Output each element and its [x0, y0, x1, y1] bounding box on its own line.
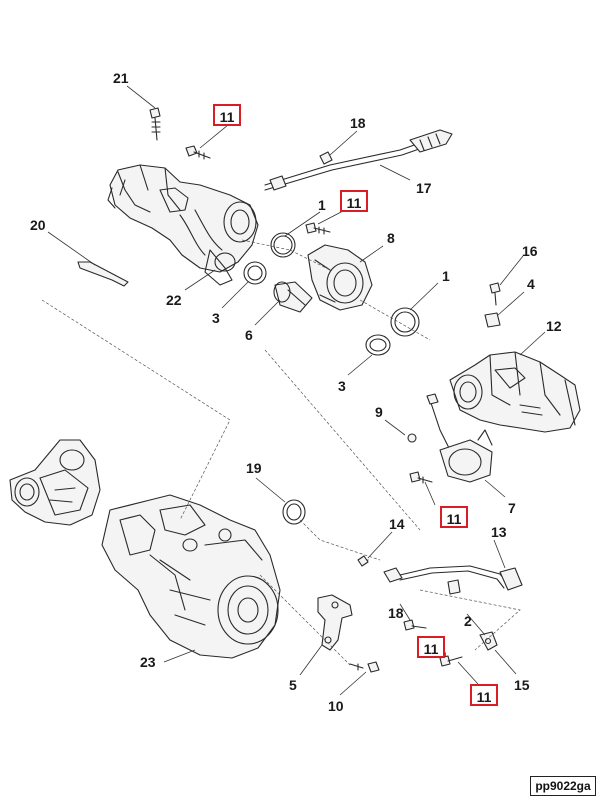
- callout-8: 8: [387, 230, 395, 246]
- callout-9: 9: [375, 404, 383, 420]
- callout-2: 2: [464, 613, 472, 629]
- gasket-20: [77, 261, 129, 287]
- callout-13: 13: [491, 524, 507, 540]
- seal-ring-3-mid: [365, 334, 391, 356]
- callout-19: 19: [246, 460, 262, 476]
- callout-23: 23: [140, 654, 156, 670]
- callout-7: 7: [508, 500, 516, 516]
- bracket-15: [479, 631, 498, 651]
- leader-lines: [47, 85, 546, 696]
- turbocharger-upper-part: [107, 164, 259, 286]
- callout-12: 12: [546, 318, 562, 334]
- washer-14: [357, 555, 369, 567]
- nut-9: [407, 433, 417, 443]
- callout-11-bottom: 11: [470, 684, 498, 706]
- oil-feed-line-13: [361, 559, 523, 595]
- callout-10: 10: [328, 698, 344, 714]
- seal-ring-1-left: [270, 232, 296, 258]
- support-bracket-5: [317, 594, 353, 651]
- callout-21: 21: [113, 70, 129, 86]
- turbocharger-main-23: [101, 494, 281, 659]
- callout-20: 20: [30, 217, 46, 233]
- connecting-pipe-6: [273, 281, 313, 313]
- callout-11-mid: 11: [340, 190, 368, 212]
- turbocharger-small-housing: [9, 439, 101, 526]
- clip-4: [484, 312, 501, 328]
- elbow-housing-8: [307, 244, 373, 311]
- bolt-16: [489, 282, 501, 306]
- callout-6: 6: [245, 327, 253, 343]
- actuator-7: [426, 393, 493, 483]
- callout-1-top: 1: [318, 197, 326, 213]
- callout-1-right: 1: [442, 268, 450, 284]
- bolt-18-lower: [403, 619, 427, 631]
- bypass-valve-12: [449, 351, 581, 433]
- callout-15: 15: [514, 677, 530, 693]
- seal-ring-1-right: [390, 307, 420, 337]
- callout-18-bottom: 18: [388, 605, 404, 621]
- callout-3-mid: 3: [338, 378, 346, 394]
- callout-22: 22: [166, 292, 182, 308]
- bolt-11-top: [185, 145, 211, 160]
- callout-14: 14: [389, 516, 405, 532]
- callout-18-top: 18: [350, 115, 366, 131]
- assembly-center-lines: [41, 239, 521, 666]
- callout-4: 4: [527, 276, 535, 292]
- bolt-11-mid: [305, 222, 331, 235]
- figure-id-label: pp9022ga: [530, 776, 596, 796]
- callout-11-right: 11: [440, 506, 468, 528]
- callout-17: 17: [416, 180, 432, 196]
- seal-ring-3-left: [243, 261, 267, 285]
- bolt-11-right: [409, 471, 433, 484]
- bolt-11-lower: [439, 655, 463, 667]
- callout-3-left: 3: [212, 310, 220, 326]
- gasket-19: [282, 499, 306, 525]
- bolt-10: [349, 661, 380, 673]
- callout-11-lower: 11: [417, 636, 445, 658]
- callout-11-top: 11: [213, 104, 241, 126]
- exhaust-temperature-sensor: [264, 129, 453, 191]
- callout-5: 5: [289, 677, 297, 693]
- callout-16: 16: [522, 243, 538, 259]
- bolt-21: [149, 107, 161, 141]
